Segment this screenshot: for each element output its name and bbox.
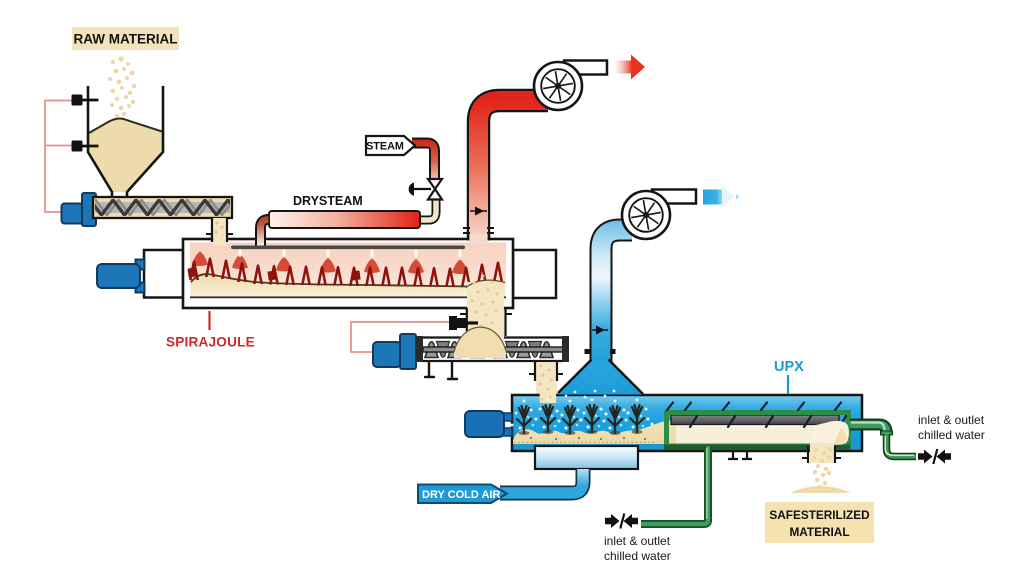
svg-text:inlet & outlet: inlet & outlet <box>604 534 671 548</box>
svg-text:STEAM: STEAM <box>366 141 404 153</box>
svg-text:SAFESTERILIZED: SAFESTERILIZED <box>769 508 870 522</box>
svg-text:chilled water: chilled water <box>604 549 671 563</box>
svg-text:chilled water: chilled water <box>918 428 985 442</box>
svg-text:DRY COLD AIR: DRY COLD AIR <box>422 489 500 501</box>
svg-text:SPIRAJOULE: SPIRAJOULE <box>166 335 255 350</box>
svg-text:DRYSTEAM: DRYSTEAM <box>293 194 363 208</box>
svg-text:inlet & outlet: inlet & outlet <box>918 413 985 427</box>
svg-text:MATERIAL: MATERIAL <box>789 525 849 539</box>
svg-text:UPX: UPX <box>774 359 804 375</box>
svg-text:RAW MATERIAL: RAW MATERIAL <box>74 32 178 47</box>
